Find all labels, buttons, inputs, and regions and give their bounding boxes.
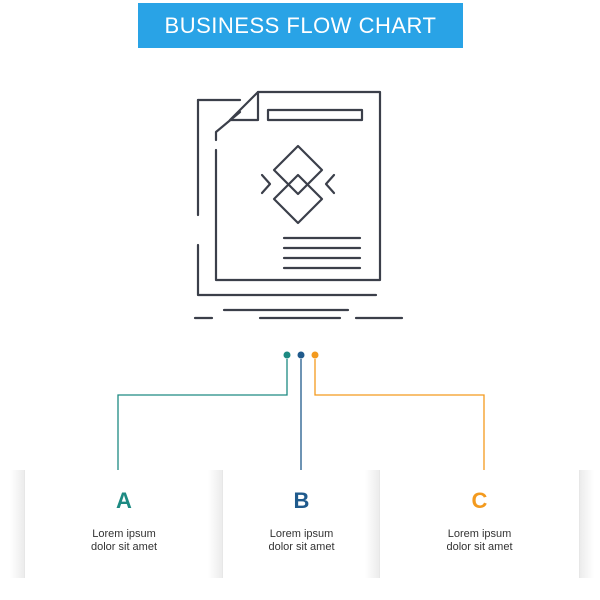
connector-a — [117, 351, 291, 478]
step-letter-b: B — [293, 488, 310, 513]
connector-lines — [117, 351, 485, 478]
step-card-b: B Lorem ipsum dolor sit amet — [208, 470, 395, 578]
step-text-c: Lorem ipsum dolor sit amet — [446, 528, 513, 553]
title-banner: BUSINESS FLOW CHART — [138, 3, 463, 48]
dot-a — [283, 351, 291, 359]
connector-b — [297, 351, 305, 470]
step-letter-c: C — [471, 488, 488, 513]
step-letter-a: A — [116, 488, 132, 513]
step-text-a: Lorem ipsum dolor sit amet — [90, 528, 158, 553]
step-card-a: A Lorem ipsum dolor sit amet — [10, 470, 238, 578]
step-card-c: C Lorem ipsum dolor sit amet — [365, 470, 594, 578]
document-shapes-icon — [193, 90, 404, 320]
step-text-b: Lorem ipsum dolor sit amet — [268, 528, 335, 553]
dot-c — [311, 351, 319, 359]
page-title: BUSINESS FLOW CHART — [164, 12, 437, 38]
dot-b — [297, 351, 305, 359]
connector-c — [311, 351, 485, 478]
